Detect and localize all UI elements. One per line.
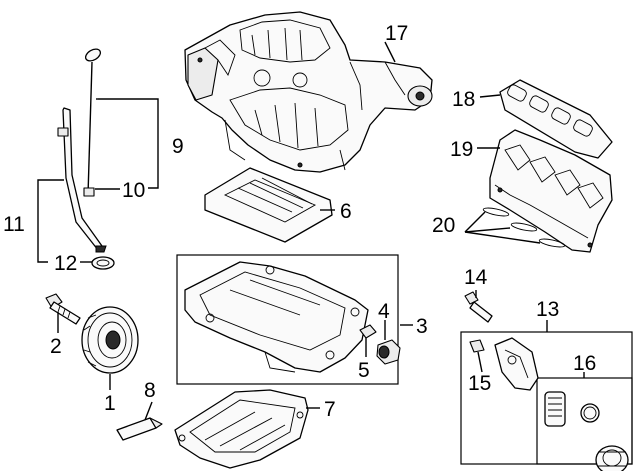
stud-bolt[interactable] [464,291,493,323]
callout-15: 15 [468,372,491,395]
sealant-tube[interactable] [116,417,163,441]
o-ring-seal[interactable] [91,256,115,270]
upper-oil-pan-box [176,254,399,385]
callout-labels: 1 2 3 4 5 6 7 8 9 10 11 12 13 14 15 16 1… [3,22,596,421]
callout-11: 11 [3,213,25,236]
crankshaft-pulley[interactable] [81,306,139,374]
callout-13: 13 [536,298,559,321]
callout-3: 3 [416,315,428,338]
callout-16: 16 [573,352,596,375]
callout-7: 7 [324,398,336,421]
callout-4: 4 [378,300,390,323]
leader-lines [37,41,585,421]
filter-o-ring[interactable] [580,403,600,423]
o-rings[interactable] [482,206,566,248]
oil-filter-housing[interactable] [494,337,539,391]
drain-bolt[interactable] [469,339,485,353]
callout-20: 20 [432,214,455,237]
callout-9: 9 [172,135,184,158]
callout-19: 19 [450,138,473,161]
intake-manifold-upper[interactable] [184,11,433,173]
callout-6: 6 [340,200,352,223]
callout-2: 2 [50,335,62,358]
intake-manifold-lower[interactable] [489,129,613,253]
drain-plug[interactable] [376,339,401,365]
callout-10: 10 [122,179,145,202]
dipstick-seal[interactable] [83,187,95,197]
pulley-bolt[interactable] [45,293,81,325]
filter-element[interactable] [544,391,566,427]
callout-1: 1 [104,392,116,415]
oil-baffle[interactable] [204,167,333,243]
dipstick-tube[interactable] [57,107,107,253]
intake-gasket[interactable] [499,79,613,159]
upper-oil-pan[interactable] [184,261,369,373]
callout-17: 17 [385,22,408,45]
callout-12: 12 [54,252,77,275]
callout-5: 5 [358,359,370,382]
callout-8: 8 [144,379,156,402]
filter-cap[interactable] [595,445,629,471]
gasket-seal[interactable] [359,324,377,339]
callout-14: 14 [464,266,488,289]
callout-18: 18 [452,88,475,111]
lower-oil-pan[interactable] [174,389,309,469]
dipstick[interactable] [84,47,103,196]
